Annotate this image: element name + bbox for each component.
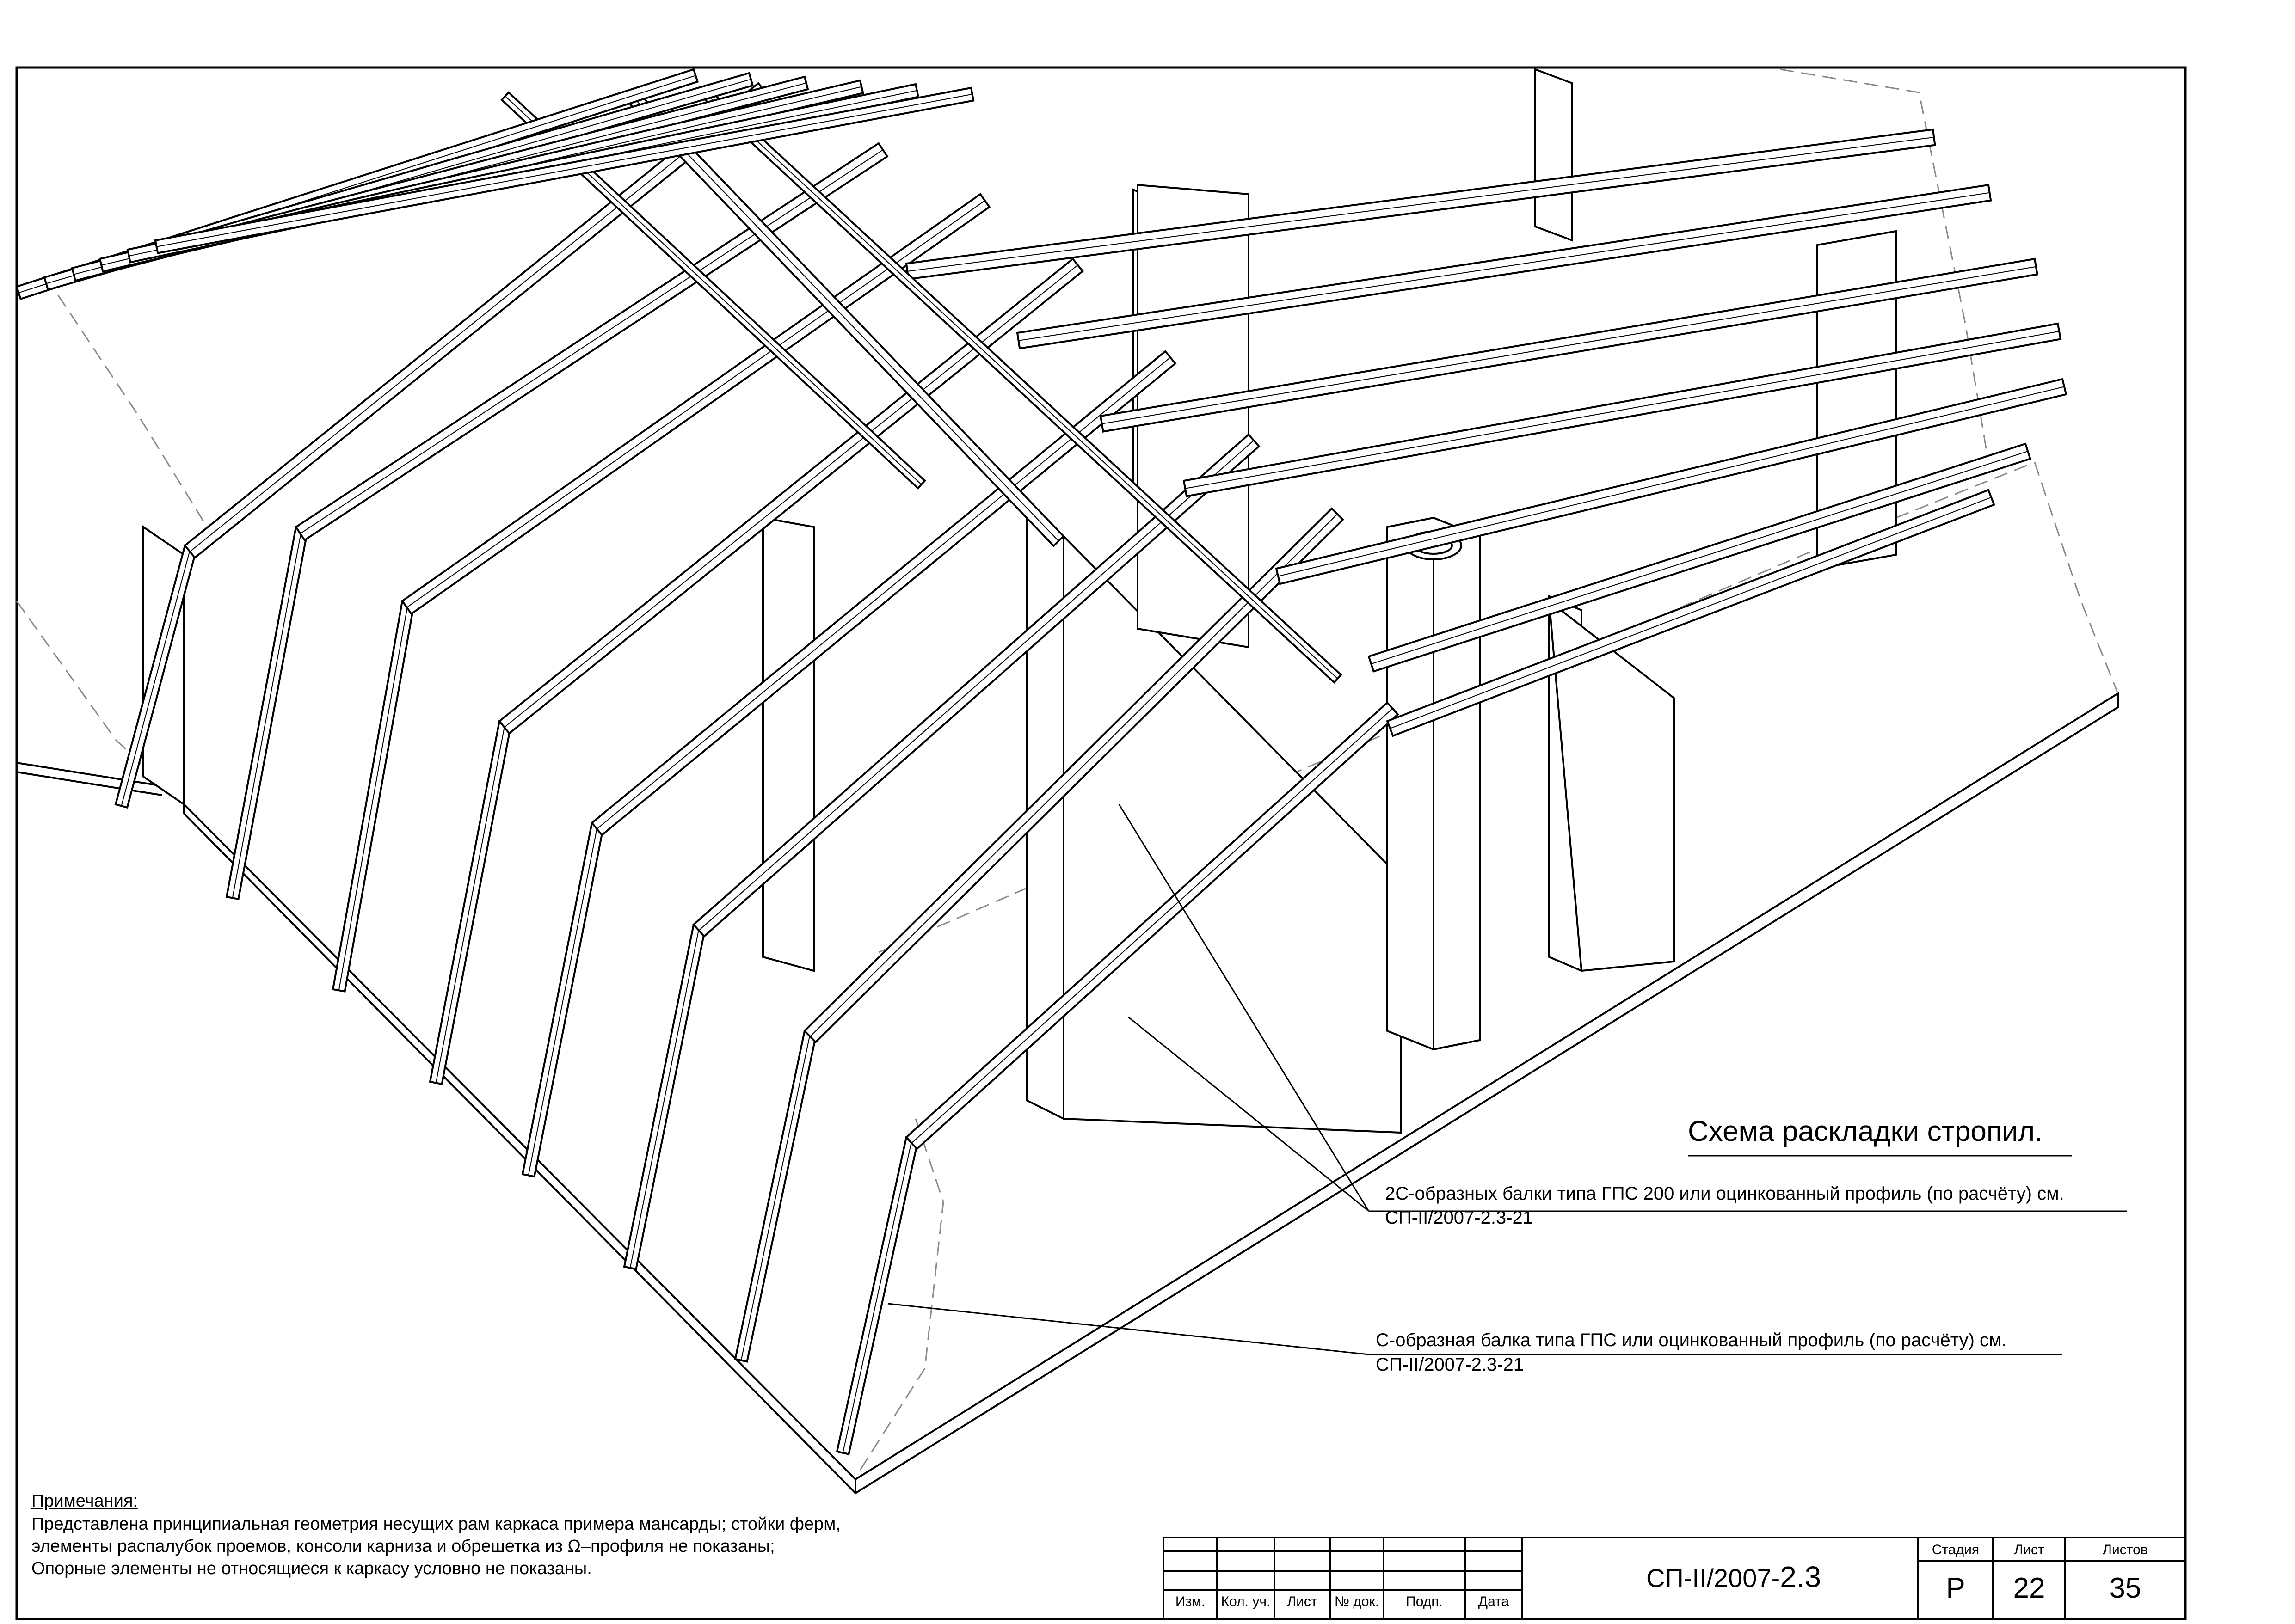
tb-sheets-value: 35 xyxy=(2109,1572,2141,1604)
notes-line-3: Опорные элементы не относящиеся к каркас… xyxy=(31,1559,592,1578)
tb-doc-code-suffix: 2.3 xyxy=(1780,1560,1821,1593)
frame-7-leg-edge xyxy=(740,1032,811,1360)
tb-sheets-label: Листов xyxy=(2103,1542,2148,1557)
sheet-border xyxy=(15,66,2187,1620)
notes-heading: Примечания: xyxy=(31,1491,138,1511)
frame-5-leg-edge xyxy=(528,824,598,1176)
right-rafter-2-edge xyxy=(1018,192,1990,341)
frame-2-rafter-edge xyxy=(300,149,883,534)
notes-line-1: Представлена принципиальная геометрия не… xyxy=(31,1514,841,1534)
frame-8-rafter-edge xyxy=(911,708,1393,1144)
tb-col-list: Лист xyxy=(1287,1594,1317,1609)
frame-6-leg-edge xyxy=(629,925,700,1268)
tb-stage-label: Стадия xyxy=(1932,1542,1980,1557)
right-rafter-6-edge xyxy=(1371,451,2028,665)
tb-col-doc-no: № док. xyxy=(1334,1594,1379,1609)
frame-3-leg-edge xyxy=(338,602,409,991)
drawing-title: Схема раскладки стропил. xyxy=(1688,1115,2043,1147)
frame-8-leg-edge xyxy=(842,1138,913,1453)
top-rafter-6-edge xyxy=(156,93,972,247)
tb-sheet-label: Лист xyxy=(2014,1542,2044,1557)
right-rafter-7-edge xyxy=(1390,496,1992,729)
callout-2-line2: СП-II/2007-2.3-21 xyxy=(1376,1354,1524,1375)
callout-1-line1: 2С-образных балки типа ГПС 200 или оцинк… xyxy=(1385,1183,2064,1204)
frame-1-leg-edge xyxy=(121,547,191,806)
tb-col-podp: Подп. xyxy=(1406,1594,1443,1609)
callout-1-line2: СП-II/2007-2.3-21 xyxy=(1385,1207,1533,1228)
rafter-frames xyxy=(15,68,2067,1455)
frame-4-leg-edge xyxy=(435,722,506,1083)
tb-col-kol-uch: Кол. уч. xyxy=(1221,1594,1271,1609)
tb-col-izm: Изм. xyxy=(1175,1594,1206,1609)
wall-panels xyxy=(142,68,1897,1134)
notes-line-2: элементы распалубок проемов, консоли кар… xyxy=(31,1537,775,1556)
tb-stage-value: Р xyxy=(1946,1572,1965,1604)
callout-2-line1: С-образная балка типа ГПС или оцинкованн… xyxy=(1376,1330,2007,1350)
tb-sheet-value: 22 xyxy=(2013,1572,2045,1604)
tb-col-data: Дата xyxy=(1478,1594,1509,1609)
tb-doc-code-main: СП-II/2007- xyxy=(1646,1563,1780,1593)
ridge-beam-edge xyxy=(633,97,1059,542)
purlin-1-edge xyxy=(708,96,1338,679)
column xyxy=(1386,516,1481,1051)
right-rafter-5-edge xyxy=(1278,386,2065,577)
frame-1-rafter-edge xyxy=(190,89,764,552)
right-rafter-1-edge xyxy=(907,136,1934,272)
tb-doc-code: СП-II/2007-2.3 xyxy=(1646,1560,1821,1594)
title-block-grid xyxy=(1163,1537,2186,1620)
right-rafter-4-edge xyxy=(1185,331,2060,489)
frame-2-leg-edge xyxy=(232,528,302,898)
right-rafter-3-edge xyxy=(1101,266,2036,424)
callout-leaders xyxy=(887,804,2127,1355)
